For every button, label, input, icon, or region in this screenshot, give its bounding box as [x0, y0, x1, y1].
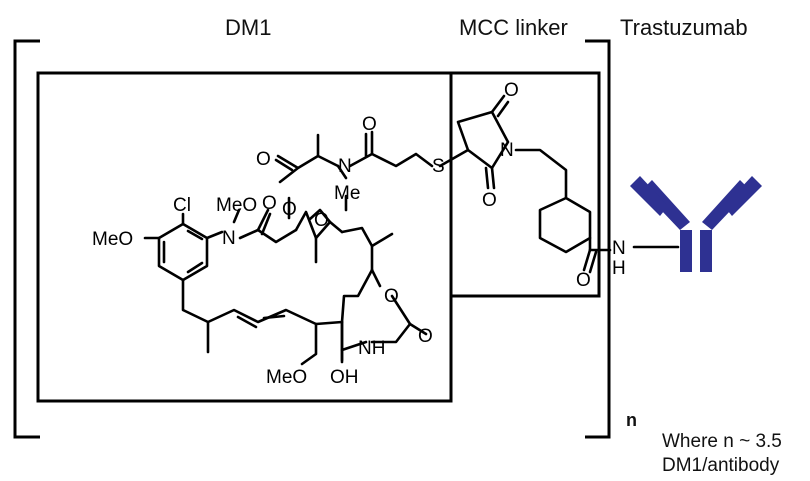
- note-line-1: Where n ~ 3.5: [662, 431, 782, 452]
- mcc-linker-label: MCC linker: [459, 15, 568, 40]
- atom-me: Me: [334, 183, 360, 204]
- atom-n-linker-amide: N: [612, 238, 626, 259]
- atom-meo-top: MeO: [216, 195, 257, 216]
- atom-oh: OH: [330, 367, 359, 388]
- atom-cl: Cl: [173, 195, 191, 216]
- antibody-icon: [630, 176, 762, 272]
- atom-meo-bottom: MeO: [266, 367, 307, 388]
- atom-n-methyl: N: [338, 156, 352, 177]
- atom-n-amide: N: [222, 228, 236, 249]
- atom-h-linker-amide: H: [612, 258, 626, 279]
- subscript-n-label: n: [626, 410, 637, 430]
- dm1-label: DM1: [225, 15, 272, 40]
- atom-o-imide-bottom: O: [482, 190, 497, 211]
- atom-o-linker-carbonyl: O: [576, 270, 591, 291]
- atom-s: S: [432, 156, 445, 177]
- atom-labels: Cl MeO MeO N O O O O N Me O S O N O O NH…: [92, 80, 626, 388]
- right-bracket: [585, 39, 611, 439]
- atom-o-imide-top: O: [504, 80, 519, 101]
- mcc-linker-box: [449, 71, 601, 298]
- trastuzumab-label: Trastuzumab: [620, 15, 748, 40]
- atom-o-epoxide: O: [314, 210, 329, 231]
- left-bracket: [13, 39, 40, 439]
- atom-n-imide: N: [500, 140, 514, 161]
- atom-nh-ring: NH: [358, 338, 385, 359]
- atom-o-carbamate-carbonyl: O: [418, 326, 433, 347]
- stoichiometry-note: Where n ~ 3.5 DM1/antibody: [662, 430, 782, 478]
- atom-o-amide: O: [362, 114, 377, 135]
- atom-o-carbamate: O: [384, 286, 399, 307]
- atom-o-carbonyl-a: O: [262, 193, 277, 214]
- atom-o-ester: O: [282, 199, 297, 220]
- atom-meo-left: MeO: [92, 229, 133, 250]
- dm1-bonds: [143, 130, 434, 366]
- mcc-bonds: [438, 94, 612, 274]
- note-line-2: DM1/antibody: [662, 455, 780, 476]
- atom-o-ester-carbonyl: O: [256, 149, 271, 170]
